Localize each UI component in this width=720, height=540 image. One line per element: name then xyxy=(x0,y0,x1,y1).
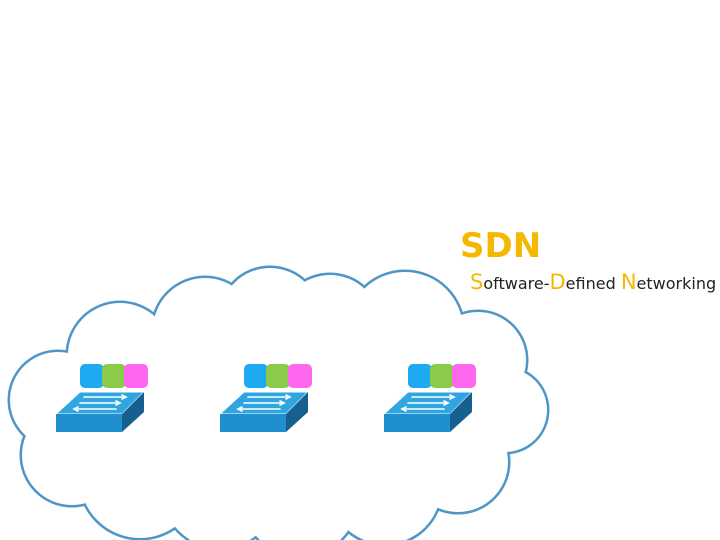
sdn-switch-3 xyxy=(382,364,476,432)
network-switch-icon xyxy=(218,391,310,432)
subtitle-word-networking: etworking xyxy=(636,274,717,293)
sdn-switch-2 xyxy=(218,364,312,432)
block-green-3 xyxy=(430,364,454,388)
block-pink-2 xyxy=(288,364,312,388)
sdn-switch-1 xyxy=(54,364,148,432)
block-blue-2 xyxy=(244,364,268,388)
block-green-1 xyxy=(102,364,126,388)
network-switch-icon xyxy=(382,391,474,432)
block-blue-1 xyxy=(80,364,104,388)
subtitle-word-defined: efined xyxy=(565,274,621,293)
subtitle-initial-n: N xyxy=(620,270,637,294)
subtitle-word-software: oftware- xyxy=(483,274,550,293)
block-green-2 xyxy=(266,364,290,388)
slide-title: SDN xyxy=(460,226,542,266)
switch-group xyxy=(54,364,476,432)
block-pink-1 xyxy=(124,364,148,388)
subtitle-initial-s: S xyxy=(470,270,484,294)
network-switch-icon xyxy=(54,391,146,432)
subtitle-initial-d: D xyxy=(549,270,566,294)
block-pink-3 xyxy=(452,364,476,388)
block-blue-3 xyxy=(408,364,432,388)
slide-subtitle: Software-Defined Networking xyxy=(470,270,716,296)
